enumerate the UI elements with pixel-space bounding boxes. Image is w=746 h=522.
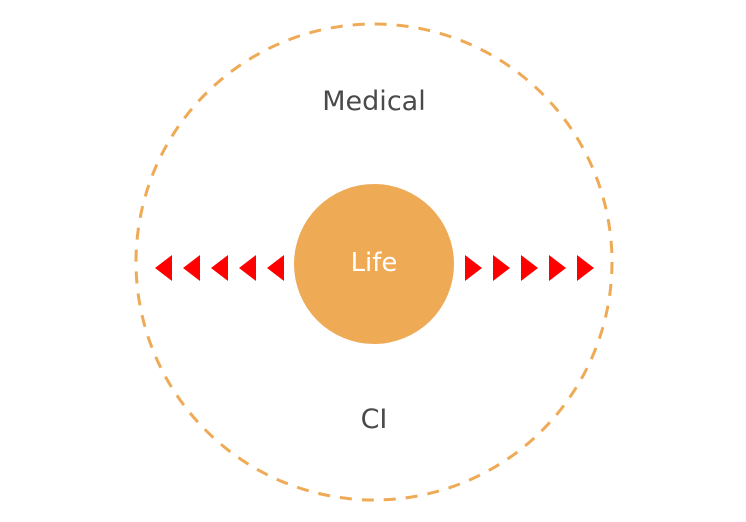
left-arrow-icon [267, 255, 284, 281]
left-arrow-icon [239, 255, 256, 281]
right-arrow-icon [493, 255, 510, 281]
left-arrow-icon [211, 255, 228, 281]
label-ci: CI [360, 404, 388, 435]
outer-dashed-circle [134, 22, 614, 502]
right-arrow-icon [465, 255, 482, 281]
label-life: Life [350, 248, 398, 278]
right-arrow-icon [521, 255, 538, 281]
label-medical: Medical [322, 86, 426, 117]
right-arrow-icon [577, 255, 594, 281]
left-arrow-icon [155, 255, 172, 281]
center-circle [294, 184, 454, 344]
left-arrow-icon [183, 255, 200, 281]
right-arrow-icon [549, 255, 566, 281]
